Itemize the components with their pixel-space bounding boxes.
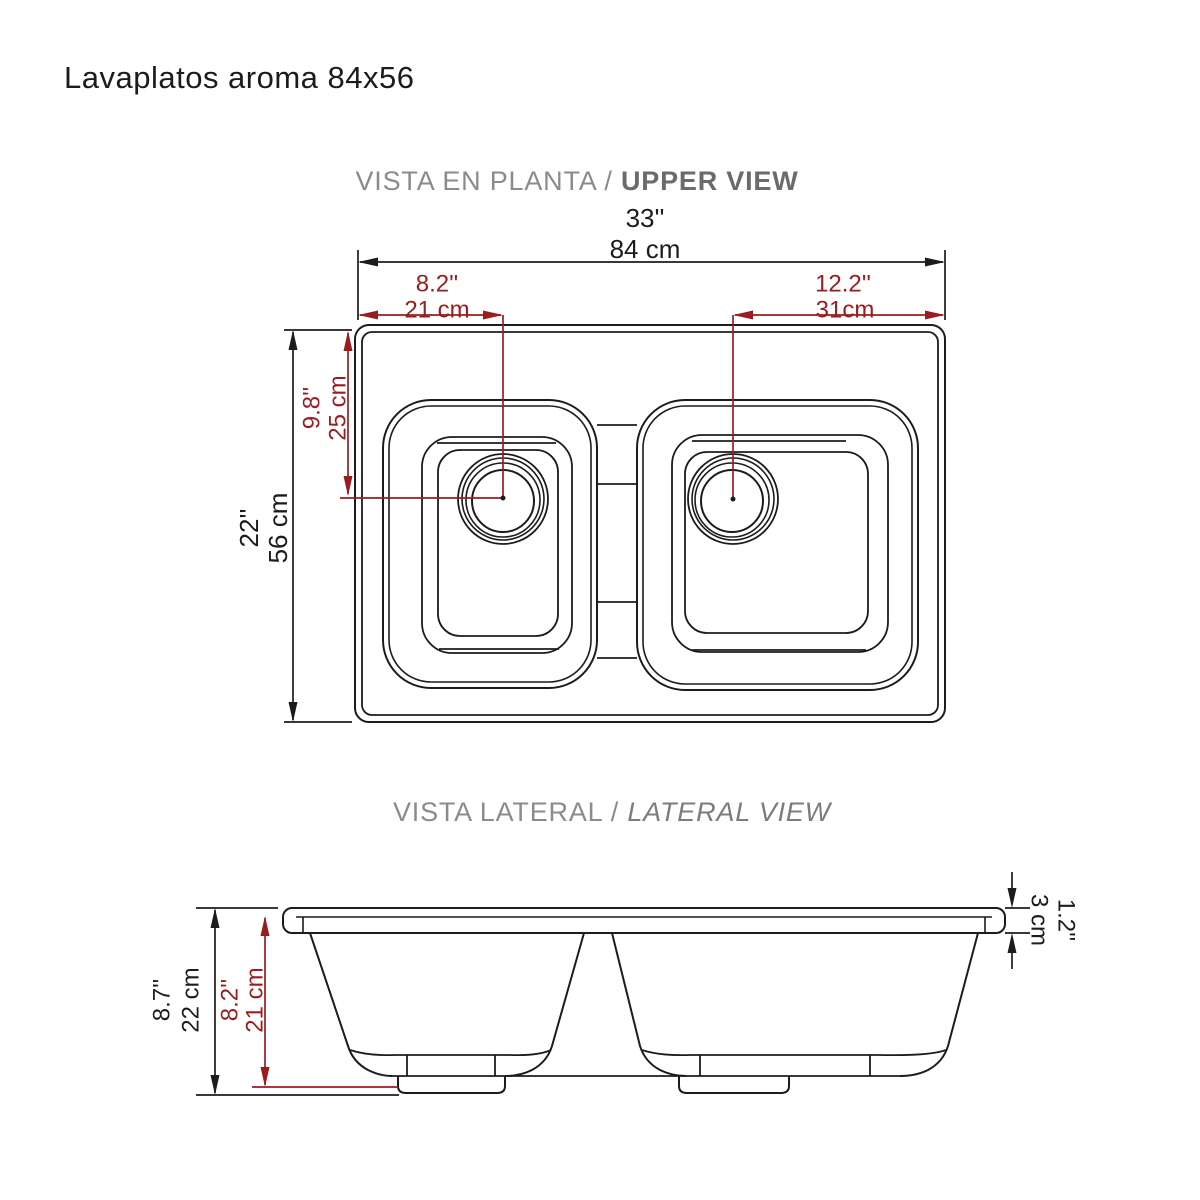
upper-view-dims-black: [284, 250, 946, 723]
sink-outer-rim: [354, 324, 946, 723]
right-drain-hole: [700, 469, 764, 533]
arrow: [1007, 888, 1017, 908]
right-bowl-foot: [678, 1076, 790, 1094]
left-bowl-bottom: [437, 449, 559, 637]
arrow: [288, 702, 298, 722]
arrow: [288, 330, 298, 350]
lat-total-extensions: [196, 907, 399, 1096]
left-drain-center-dot: [500, 495, 506, 501]
arrow: [358, 310, 378, 320]
arrow: [343, 331, 353, 351]
lateral-dims-red: [252, 918, 398, 1088]
dim-drain-depth-cm: 25 cm: [325, 375, 352, 440]
lateral-view-heading-prefix: VISTA LATERAL /: [392, 797, 628, 827]
dim-right-drain-cm: 31cm: [816, 297, 875, 324]
upper-view-heading-prefix: VISTA EN PLANTA /: [355, 166, 621, 196]
lateral-dims-black: [196, 872, 1030, 1096]
arrow: [210, 1075, 220, 1095]
lateral-view-heading-italic: LATERAL VIEW: [627, 797, 832, 827]
page-title: Lavaplatos aroma 84x56: [64, 60, 415, 95]
arrow: [260, 916, 270, 936]
dim-overall-width-cm: 84 cm: [610, 234, 681, 264]
arrow: [483, 310, 503, 320]
right-bowl-bottom: [684, 451, 869, 634]
lateral-arrowheads: [210, 888, 1017, 1095]
upper-view-drawing: [354, 324, 946, 723]
dim-lat-bowl-cm: 21 cm: [242, 967, 269, 1032]
dim-drain-depth-in: 9.8'': [299, 387, 326, 430]
right-drain-ring-3: [694, 462, 770, 538]
right-bowl-outer: [636, 399, 919, 691]
rim-bar: [282, 907, 1006, 934]
upper-view-heading: VISTA EN PLANTA / UPPER VIEW: [355, 166, 798, 197]
upper-view-arrowheads-red: [343, 310, 945, 502]
dim-rim-thickness-in: 1.2'': [1053, 899, 1080, 942]
dim-lat-bowl-in: 8.2'': [217, 979, 244, 1022]
left-bowl-recess-top: [349, 1049, 552, 1057]
divider-rungs: [597, 424, 637, 659]
left-bowl-recess-verticals: [406, 1055, 496, 1076]
left-bowl-outer: [382, 399, 598, 689]
upper-view-heading-bold: UPPER VIEW: [620, 166, 799, 196]
arrow: [358, 257, 378, 267]
arrow: [925, 310, 945, 320]
right-drain-center-dot: [730, 496, 736, 502]
dim-lat-total-in: 8.7'': [149, 979, 176, 1022]
left-bowl-outer-inner-line: [388, 405, 592, 683]
arrow: [210, 908, 220, 928]
dim-overall-depth-in: 22'': [234, 509, 264, 548]
arrow: [1007, 933, 1017, 953]
dim-overall-depth-cm: 56 cm: [263, 493, 293, 564]
right-bowl-basin: [671, 434, 889, 653]
upper-view-arrowheads-black: [288, 257, 945, 722]
upper-view-dims-red: [340, 314, 943, 499]
width-dim-extensions: [357, 250, 946, 320]
right-bowl-basin-chords: [692, 440, 866, 651]
dim-left-drain-cm: 21 cm: [404, 297, 469, 324]
rim-bar-inner-line: [296, 916, 992, 933]
rim-dim-ticks: [1005, 907, 1030, 934]
left-bowl-foot: [397, 1076, 506, 1094]
dim-right-drain-in: 12.2'': [815, 271, 871, 298]
right-bowl-outer-inner-line: [642, 405, 913, 685]
dim-overall-width-in: 33'': [626, 203, 665, 233]
dim-rim-thickness-cm: 3 cm: [1026, 894, 1053, 946]
left-bowl-basin: [421, 436, 573, 654]
lateral-view-heading: VISTA LATERAL / LATERAL VIEW: [393, 797, 831, 828]
right-bowl-recess-verticals: [699, 1055, 871, 1076]
dim-left-drain-in: 8.2'': [416, 271, 459, 298]
depth-dim-extensions: [284, 329, 352, 723]
left-bowl-basin-chords: [437, 442, 559, 650]
lateral-view-drawing: [282, 907, 1006, 1094]
dim-lat-total-cm: 22 cm: [178, 967, 205, 1032]
arrow: [260, 1067, 270, 1087]
right-bowl-recess-top: [641, 1049, 947, 1057]
arrow: [343, 476, 353, 496]
arrow: [733, 310, 753, 320]
arrow: [925, 257, 945, 267]
sink-inner-rim: [361, 331, 939, 716]
